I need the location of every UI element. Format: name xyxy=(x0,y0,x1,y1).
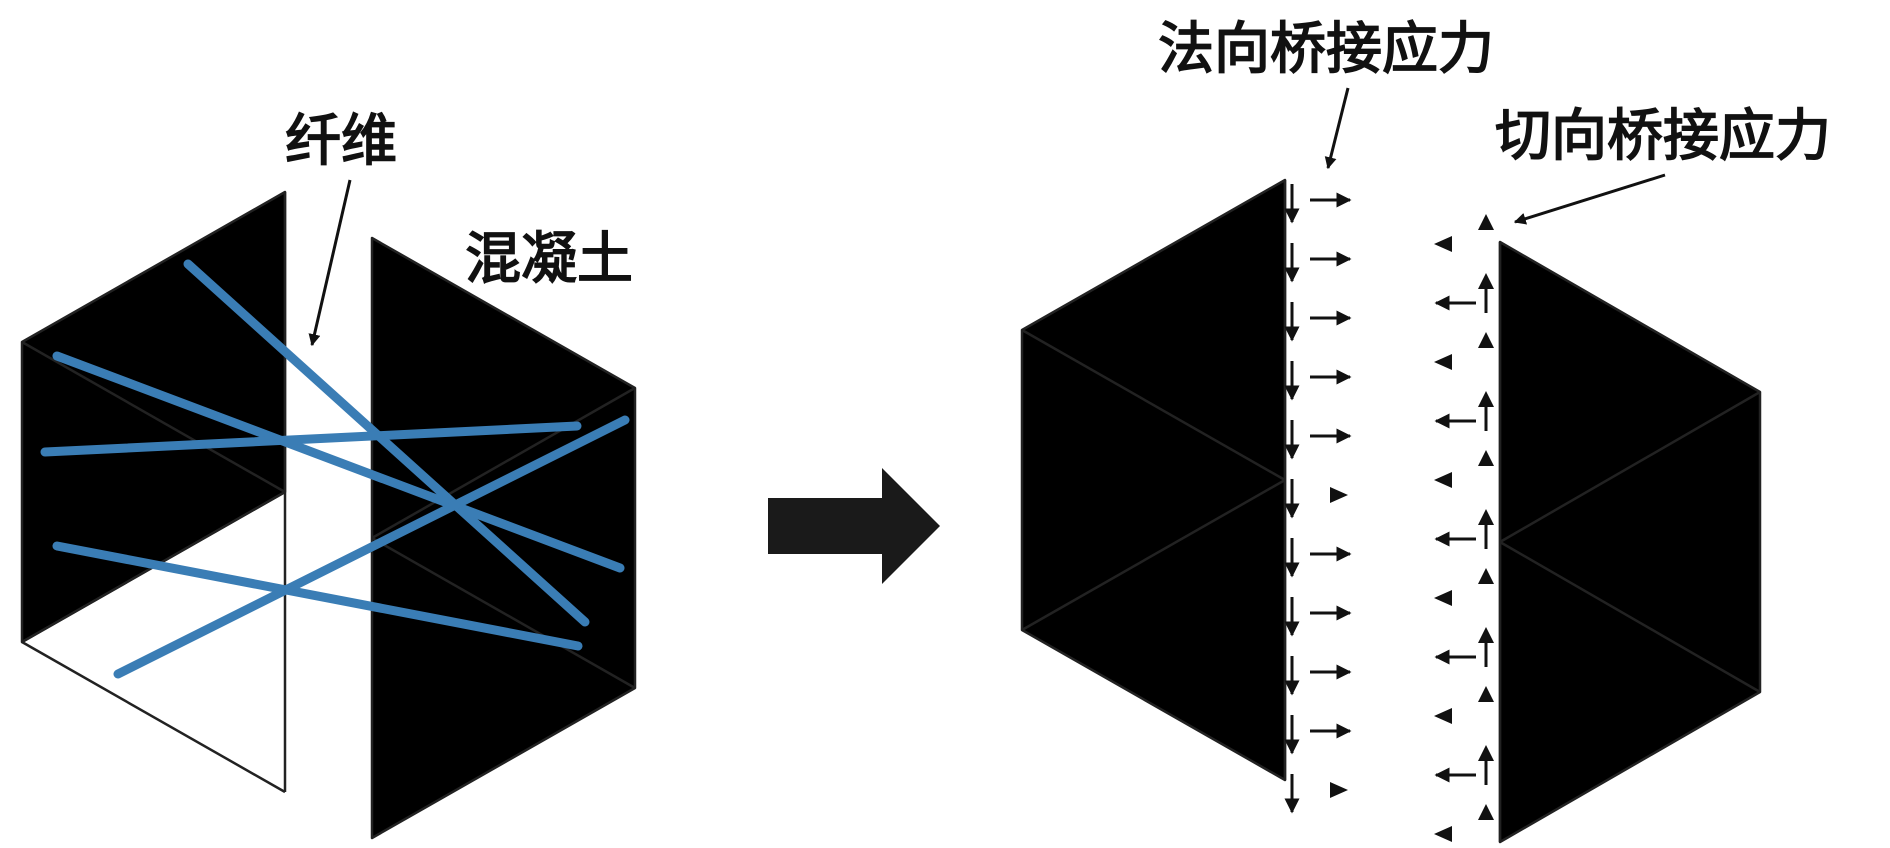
shear-up-arrowhead xyxy=(1478,332,1494,348)
shear-up-arrowhead xyxy=(1478,391,1494,407)
fiber-5 xyxy=(52,541,583,651)
shear-up-arrowhead xyxy=(1478,450,1494,466)
fiber-2 xyxy=(52,351,625,573)
shear-up-arrowhead xyxy=(1478,273,1494,289)
normal-right-arrowhead xyxy=(1330,487,1348,503)
cracked-concrete-block: 纤维 混凝土 xyxy=(20,109,637,840)
shear-stress-label: 切向桥接应力 xyxy=(1495,104,1831,169)
concrete-right-half xyxy=(370,236,637,840)
normal-right-arrowhead xyxy=(1330,782,1348,798)
fiber-1 xyxy=(183,259,590,627)
right-arrow-icon xyxy=(768,468,940,584)
shear-stress-leader-line xyxy=(1513,173,1666,225)
shear-up-arrowhead xyxy=(1478,509,1494,525)
shear-up-arrowhead xyxy=(1478,804,1494,820)
shear-up-arrowhead xyxy=(1478,214,1494,230)
right-half-face xyxy=(370,236,637,840)
right-face-stress-arrows xyxy=(1434,214,1494,842)
separated-right-half xyxy=(1498,240,1762,844)
concrete-label: 混凝土 xyxy=(465,227,633,292)
separated-left-face xyxy=(1020,178,1287,782)
fiber-4 xyxy=(113,415,630,679)
normal-stress-label: 法向桥接应力 xyxy=(1158,17,1494,82)
fiber-3 xyxy=(40,421,582,457)
normal-left-arrowhead xyxy=(1434,590,1452,606)
shear-up-arrowhead xyxy=(1478,627,1494,643)
separated-left-half xyxy=(1020,178,1287,782)
normal-left-arrowhead xyxy=(1434,472,1452,488)
bridging-stress-model: 法向桥接应力 切向桥接应力 xyxy=(1020,17,1831,844)
shear-up-arrowhead xyxy=(1478,686,1494,702)
normal-left-arrowhead xyxy=(1434,826,1452,842)
shear-up-arrowhead xyxy=(1478,745,1494,761)
separated-right-face xyxy=(1498,240,1762,844)
shear-up-arrowhead xyxy=(1478,568,1494,584)
normal-stress-leader-line xyxy=(1324,87,1350,170)
fiber-label: 纤维 xyxy=(285,109,397,174)
normal-left-arrowhead xyxy=(1434,236,1452,252)
concrete-left-half xyxy=(20,190,287,794)
left-face-stress-arrows xyxy=(1284,184,1352,814)
fibers xyxy=(40,259,630,679)
fiber-leader-line xyxy=(308,179,352,347)
normal-left-arrowhead xyxy=(1434,708,1452,724)
normal-left-arrowhead xyxy=(1434,354,1452,370)
